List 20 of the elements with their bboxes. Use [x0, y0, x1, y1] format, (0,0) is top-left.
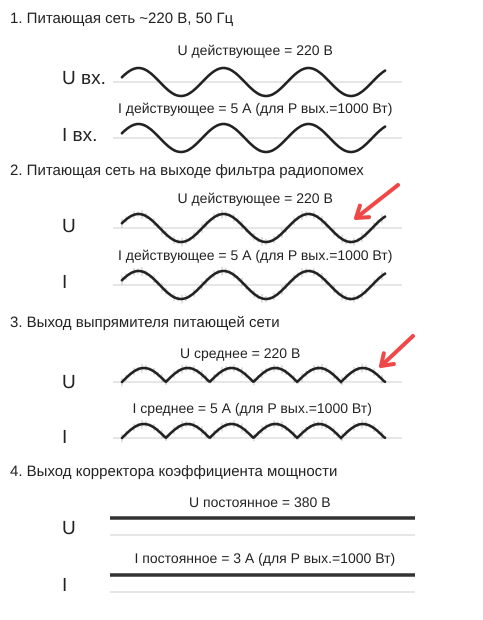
axis-label: U	[62, 518, 76, 540]
axis-label: I	[62, 575, 68, 597]
value-label: I постоянное = 3 А (для P вых.=1000 Вт)	[134, 550, 396, 566]
value-label: U постоянное = 380 В	[189, 494, 331, 510]
axis-label: U вх.	[62, 68, 106, 90]
value-label: I действующее = 5 А (для P вых.=1000 Вт)	[118, 247, 392, 264]
section-heading: 2. Питающая сеть на выходе фильтра радиопомех	[10, 162, 364, 180]
axis-label: I	[62, 427, 68, 449]
axis-label: U	[62, 216, 76, 238]
value-label: U среднее = 220 В	[180, 345, 300, 362]
value-label: U действующее = 220 В	[178, 42, 333, 58]
value-label: I среднее = 5 А (для P вых.=1000 Вт)	[132, 400, 372, 416]
value-label: I действующее = 5 А (для P вых.=1000 Вт)	[118, 100, 392, 116]
axis-label: I	[62, 272, 68, 294]
section-heading: 1. Питающая сеть ~220 В, 50 Гц	[10, 10, 234, 28]
axis-label: U	[62, 372, 76, 394]
value-label: U действующее = 220 В	[178, 190, 333, 206]
section-heading: 3. Выход выпрямителя питающей сети	[10, 314, 280, 332]
section-heading: 4. Выход корректора коэффициента мощности	[10, 463, 338, 480]
axis-label: I вх.	[62, 125, 98, 147]
